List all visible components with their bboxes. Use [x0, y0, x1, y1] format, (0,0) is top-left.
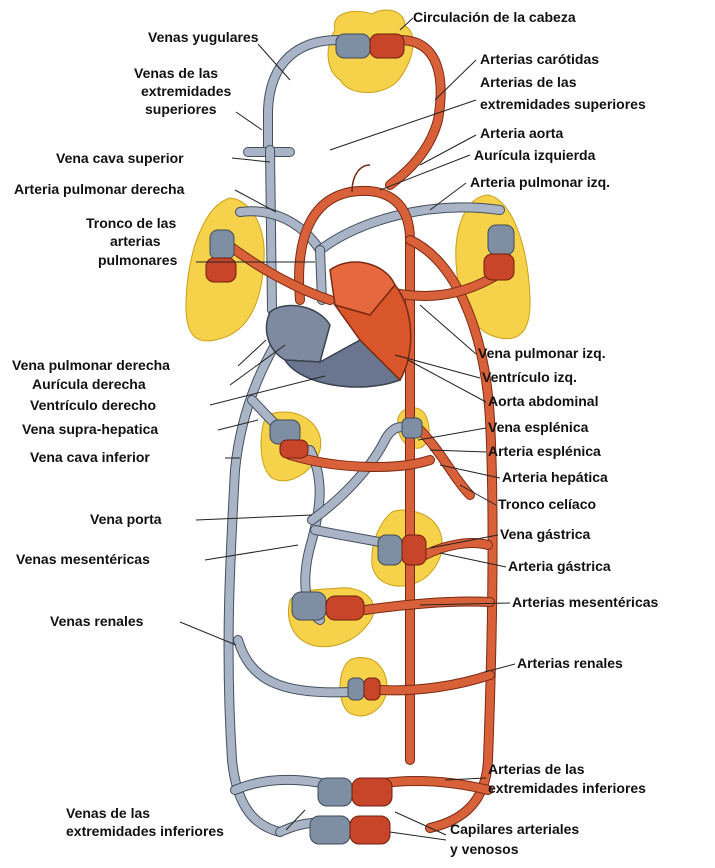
left-lung-capillaries-venous: [488, 225, 514, 255]
kidney-capillaries-arterial: [364, 678, 380, 700]
label-arteria-aorta: Arteria aorta: [480, 125, 563, 141]
leader-vena-cava-sup: [232, 158, 270, 162]
jugular-vein-outline: [268, 40, 338, 150]
label-arterias-renales: Arterias renales: [517, 655, 623, 671]
label-venas-mesentericas: Venas mesentéricas: [16, 551, 150, 567]
spleen-capillaries: [402, 418, 422, 438]
label-arterias-ext-sup-2: extremidades superiores: [480, 96, 646, 112]
label-vena-supra-hepatica: Vena supra-hepatica: [22, 421, 158, 437]
label-venas-ext-inf-2: extremidades inferiores: [66, 823, 224, 839]
label-auricula-derecha: Aurícula derecha: [32, 376, 146, 392]
intestine-capillaries-venous: [292, 592, 326, 620]
leg-capillaries-arterial-2: [350, 816, 390, 844]
label-venas-yugulares: Venas yugulares: [148, 29, 259, 45]
leader-venas-mesentericas: [205, 545, 298, 560]
leader-vena-porta: [196, 515, 312, 520]
stomach-capillaries-venous: [378, 535, 402, 565]
label-aorta-abdominal: Aorta abdominal: [488, 393, 598, 409]
leader-capilares-2: [390, 832, 446, 840]
leader-aorta-abdominal: [408, 360, 486, 402]
label-ventriculo-derecho: Ventrículo derecho: [30, 397, 156, 413]
label-capilares-2: y venosos: [450, 841, 519, 857]
label-venas-ext-sup-1: Venas de las: [134, 65, 218, 81]
label-arteria-esplenica: Arteria esplénica: [488, 443, 601, 459]
label-tronco-celiaco: Tronco celíaco: [498, 496, 596, 512]
leg-capillaries-venous: [318, 778, 352, 806]
splenic-vein: [312, 427, 405, 520]
label-vena-porta: Vena porta: [90, 511, 162, 527]
label-tronco-3: pulmonares: [98, 252, 178, 268]
right-atrium: [266, 306, 330, 362]
label-arteria-pulmonar-izq: Arteria pulmonar izq.: [470, 174, 610, 190]
label-ventriculo-izq: Ventrículo izq.: [482, 369, 577, 385]
label-circulacion-cabeza: Circulación de la cabeza: [413, 9, 576, 25]
label-arterias-carotidas: Arterias carótidas: [480, 51, 599, 67]
leader-arterias-ext-sup: [330, 100, 476, 150]
label-capilares-1: Capilares arteriales: [450, 821, 579, 837]
labels: Circulación de la cabeza Venas yugulares…: [12, 9, 659, 857]
jugular-vein: [268, 40, 338, 150]
head-capillaries-venous: [336, 34, 370, 58]
label-auricula-izquierda: Aurícula izquierda: [474, 147, 596, 163]
stomach-capillaries-arterial: [402, 535, 426, 565]
label-arterias-ext-sup-1: Arterias de las: [480, 74, 577, 90]
label-venas-ext-inf-1: Venas de las: [66, 805, 150, 821]
label-venas-renales: Venas renales: [50, 613, 144, 629]
intestine-capillaries-arterial: [326, 596, 364, 620]
leader-auricula-izq: [380, 155, 470, 190]
kidney-capillaries-venous: [348, 678, 364, 700]
label-arteria-gastrica: Arteria gástrica: [508, 558, 611, 574]
label-vena-esplenica: Vena esplénica: [488, 419, 589, 435]
label-venas-ext-sup-2: extremidades: [141, 83, 231, 99]
label-vena-pulmonar-derecha: Vena pulmonar derecha: [12, 357, 170, 373]
label-vena-cava-inferior: Vena cava inferior: [30, 449, 150, 465]
liver-capillaries-arterial: [280, 440, 308, 458]
left-lung-capillaries-arterial: [484, 254, 514, 280]
label-arteria-pulmonar-derecha: Arteria pulmonar derecha: [14, 181, 185, 197]
right-lung-capillaries-venous: [210, 230, 234, 260]
leader-venas-ext-sup: [236, 112, 262, 130]
superior-vena-cava: [270, 150, 272, 310]
leader-ventriculo-der: [210, 376, 325, 405]
leg-capillaries-venous-2: [310, 816, 350, 844]
label-vena-cava-superior: Vena cava superior: [56, 150, 184, 166]
label-venas-ext-sup-3: superiores: [145, 101, 217, 117]
label-arteria-hepatica: Arteria hepática: [502, 469, 608, 485]
label-vena-gastrica: Vena gástrica: [500, 526, 590, 542]
label-vena-pulmonar-izq: Vena pulmonar izq.: [478, 345, 606, 361]
label-arterias-ext-inf-1: Arterias de las: [488, 761, 585, 777]
label-arterias-ext-inf-2: extremidades inferiores: [488, 780, 646, 796]
leg-capillaries-arterial: [352, 778, 392, 806]
label-tronco-1: Tronco de las: [86, 215, 176, 231]
head-capillaries-arterial: [370, 34, 404, 58]
label-arterias-mesentericas: Arterias mesentéricas: [512, 594, 659, 610]
label-tronco-2: arterias: [110, 233, 161, 249]
